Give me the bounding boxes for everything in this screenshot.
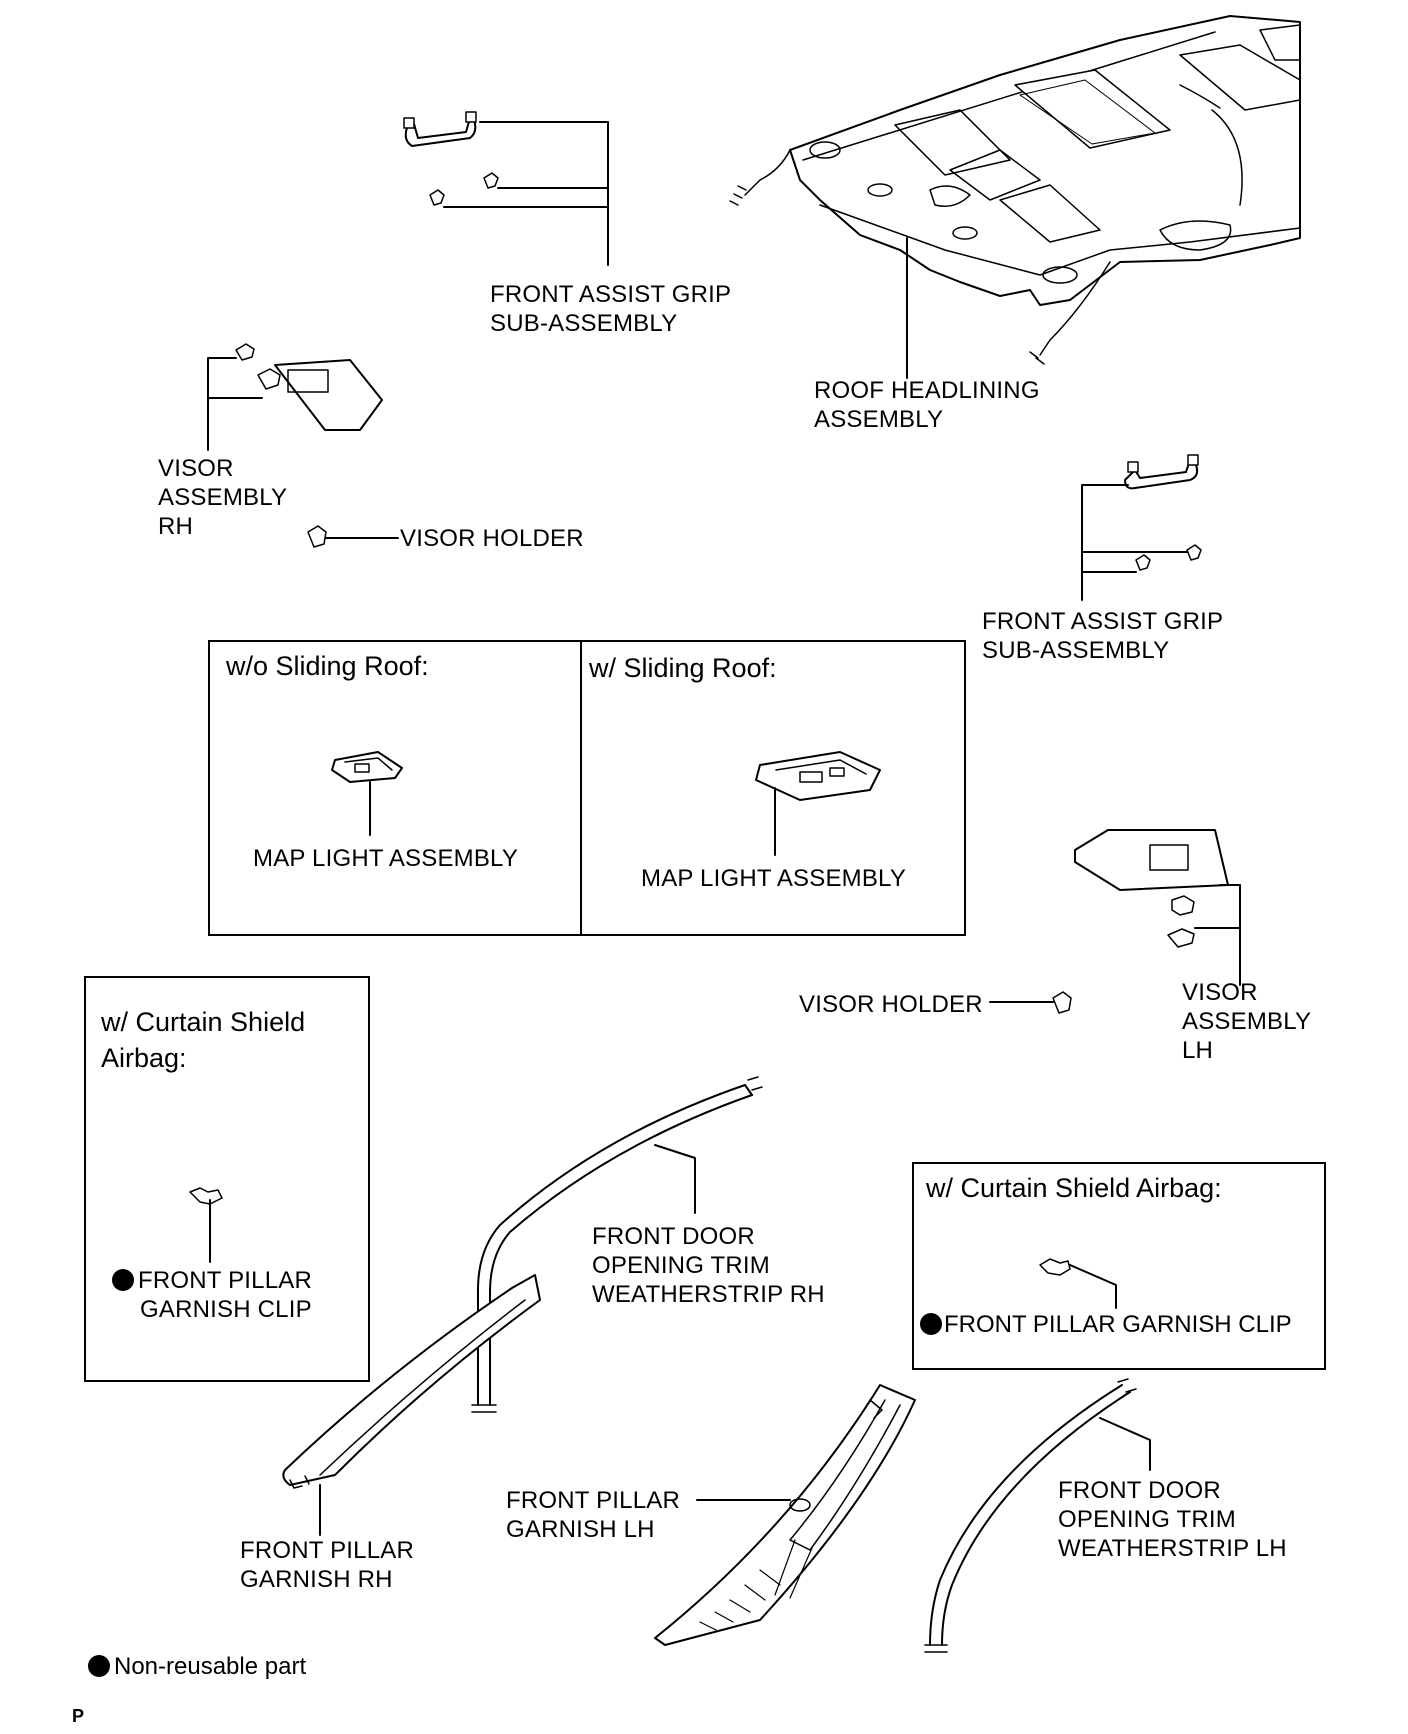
visor-holder-lh-label: VISOR HOLDER <box>799 991 983 1018</box>
w-sliding-roof-box <box>580 640 966 936</box>
pillar-clip-right-drawing <box>1039 1258 1117 1309</box>
w-sliding-roof-header: w/ Sliding Roof: <box>589 653 777 683</box>
visor-holder-rh-drawing <box>307 525 399 548</box>
weatherstrip-rh-label: FRONT DOOR OPENING TRIM WEATHERSTRIP RH <box>592 1223 825 1308</box>
front-assist-grip-rh-label: FRONT ASSIST GRIP SUB-ASSEMBLY <box>490 281 732 337</box>
map-light-a-label: MAP LIGHT ASSEMBLY <box>253 845 519 872</box>
non-reusable-dot-icon <box>920 1313 942 1335</box>
roof-headlining-label: ROOF HEADLINING ASSEMBLY <box>814 377 1040 433</box>
pillar-clip-right-label: FRONT PILLAR GARNISH CLIP <box>920 1310 1292 1339</box>
weatherstrip-lh-drawing <box>924 1378 1151 1653</box>
roof-headlining-drawing <box>729 15 1301 379</box>
non-reusable-dot-icon <box>112 1269 134 1291</box>
legend: Non-reusable part <box>88 1652 306 1681</box>
front-assist-grip-lh-drawing <box>1081 454 1202 601</box>
curtain-left-header: w/ Curtain Shield Airbag: <box>101 1007 306 1073</box>
pillar-garnish-lh-drawing <box>654 1384 916 1646</box>
pillar-garnish-lh-label: FRONT PILLAR GARNISH LH <box>506 1487 680 1543</box>
wo-sliding-roof-box <box>208 640 582 936</box>
curtain-left-box <box>84 976 370 1382</box>
visor-assembly-rh-drawing <box>207 343 383 451</box>
map-light-b-drawing <box>755 751 881 856</box>
curtain-right-header: w/ Curtain Shield Airbag: <box>926 1173 1222 1203</box>
pillar-clip-left-drawing <box>189 1187 223 1263</box>
pillar-garnish-rh-label: FRONT PILLAR GARNISH RH <box>240 1537 414 1593</box>
front-assist-grip-rh-drawing <box>403 111 609 266</box>
visor-assembly-rh-label: VISOR ASSEMBLY RH <box>158 455 288 540</box>
visor-assembly-lh-drawing <box>1074 829 1241 986</box>
map-light-a-drawing <box>331 751 403 836</box>
weatherstrip-lh-label: FRONT DOOR OPENING TRIM WEATHERSTRIP LH <box>1058 1477 1287 1562</box>
pillar-clip-left-label: FRONT PILLAR GARNISH CLIP <box>112 1266 312 1324</box>
map-light-b-label: MAP LIGHT ASSEMBLY <box>641 865 907 892</box>
visor-holder-rh-label: VISOR HOLDER <box>400 525 584 552</box>
visor-assembly-lh-label: VISOR ASSEMBLY LH <box>1182 979 1312 1064</box>
corner-mark: P <box>72 1706 85 1726</box>
non-reusable-dot-icon <box>88 1655 110 1677</box>
pillar-garnish-rh-drawing <box>282 1274 541 1536</box>
wo-sliding-roof-header: w/o Sliding Roof: <box>226 651 429 681</box>
curtain-right-box <box>912 1162 1326 1370</box>
visor-holder-lh-drawing <box>989 991 1072 1014</box>
front-assist-grip-lh-label: FRONT ASSIST GRIP SUB-ASSEMBLY <box>982 608 1224 664</box>
weatherstrip-rh-drawing <box>471 1076 763 1413</box>
